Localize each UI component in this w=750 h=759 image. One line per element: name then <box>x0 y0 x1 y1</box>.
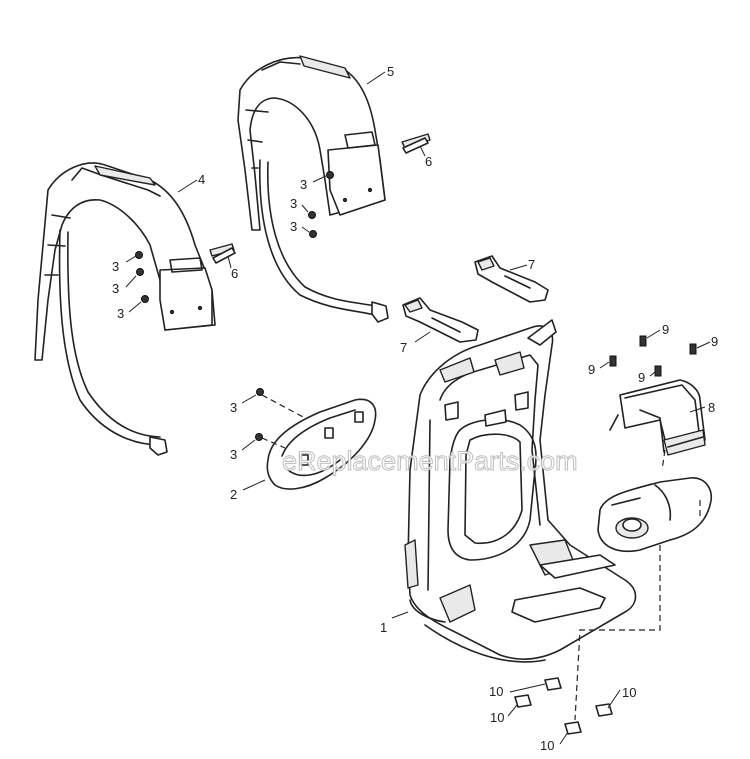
fuel-tank[interactable] <box>597 477 712 552</box>
callout-3: 3 <box>300 177 307 192</box>
callout-3: 3 <box>290 196 297 211</box>
callout-4: 4 <box>198 172 205 187</box>
leader-lines <box>125 71 711 745</box>
callout-6: 6 <box>425 154 432 169</box>
callout-9: 9 <box>638 370 645 385</box>
callout-9: 9 <box>711 334 718 349</box>
callout-3: 3 <box>112 281 119 296</box>
callout-5: 5 <box>387 64 394 79</box>
callout-10: 10 <box>490 710 504 725</box>
callout-3: 3 <box>230 400 237 415</box>
callout-3: 3 <box>230 447 237 462</box>
callout-3: 3 <box>112 259 119 274</box>
part-1-backpack-frame[interactable] <box>404 319 637 663</box>
part-2-back-pad[interactable] <box>266 398 377 490</box>
callout-7: 7 <box>400 340 407 355</box>
callout-10: 10 <box>622 685 636 700</box>
part-3-screws[interactable] <box>135 171 334 441</box>
callout-3: 3 <box>290 219 297 234</box>
callout-7: 7 <box>528 257 535 272</box>
callout-9: 9 <box>662 322 669 337</box>
part-8-cover[interactable] <box>609 379 706 456</box>
part-6-pin-right[interactable] <box>402 137 429 154</box>
part-4-shoulder-strap-left[interactable] <box>34 162 235 456</box>
part-7-buckle-upper[interactable] <box>474 255 549 303</box>
part-7-buckle-lower[interactable] <box>402 297 479 343</box>
callout-2: 2 <box>230 487 237 502</box>
assembly-lines <box>261 394 701 721</box>
callout-9: 9 <box>588 362 595 377</box>
part-10-clips[interactable] <box>514 677 613 735</box>
callout-10: 10 <box>540 738 554 753</box>
callout-10: 10 <box>489 684 503 699</box>
callout-1: 1 <box>380 620 387 635</box>
callout-8: 8 <box>708 400 715 415</box>
part-9-screws[interactable] <box>609 335 697 377</box>
callout-6: 6 <box>231 266 238 281</box>
callout-3: 3 <box>117 306 124 321</box>
part-5-shoulder-strap-right[interactable] <box>237 55 431 323</box>
watermark-text: eReplacementParts.com <box>282 446 578 476</box>
part-6-pin-left[interactable] <box>212 247 236 264</box>
callout-labels: 1 2 3 3 3 3 3 3 3 3 4 5 6 6 7 7 8 9 9 9 … <box>112 64 718 753</box>
